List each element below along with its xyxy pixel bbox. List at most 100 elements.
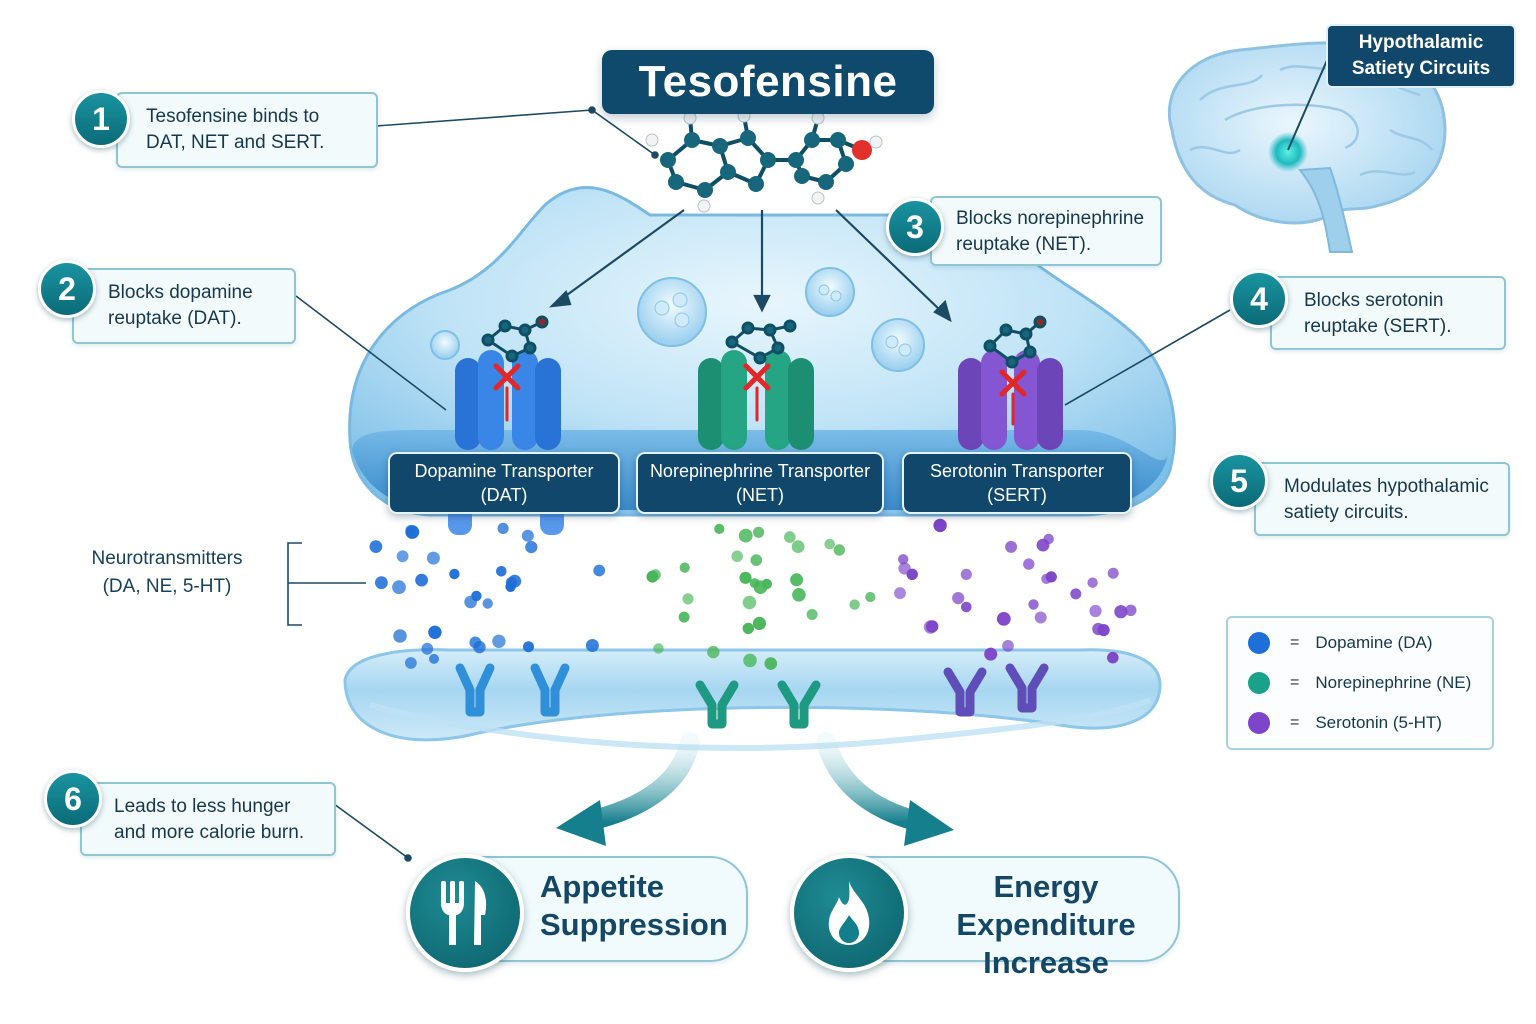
step-2-line-2: reuptake (DAT).: [108, 308, 242, 329]
serotonin-particle: [984, 647, 998, 661]
serotonin-particle: [926, 620, 939, 633]
step-3-box: Blocks norepinephrine reuptake (NET).: [930, 196, 1162, 266]
step-1-number: 1: [72, 90, 130, 148]
serotonin-dot-icon: [1248, 712, 1270, 734]
step-1-box: Tesofensine binds to DAT, NET and SERT.: [116, 92, 378, 168]
bound-molecule-net: [725, 319, 797, 365]
flame-icon: [790, 854, 908, 972]
serotonin-particle: [898, 562, 911, 575]
serotonin-particle: [1087, 577, 1098, 588]
norepinephrine-particle: [784, 531, 796, 543]
page-title: Tesofensine: [638, 57, 898, 106]
title-banner: Tesofensine: [602, 50, 934, 114]
legend-item-serotonin: = Serotonin (5-HT): [1248, 710, 1442, 736]
dopamine-particle: [415, 573, 428, 587]
dopamine-particle: [523, 641, 534, 653]
block-x-icon: [743, 363, 771, 422]
dopamine-particle: [473, 640, 486, 654]
norepinephrine-particle: [743, 653, 757, 668]
step-6-line-2: and more calorie burn.: [114, 822, 305, 843]
norepinephrine-particle: [753, 526, 765, 538]
outcome-appetite-text: Appetite Suppression: [540, 868, 740, 944]
norepinephrine-particle: [714, 523, 725, 535]
dopamine-particle: [496, 566, 507, 577]
norepinephrine-particle: [742, 595, 757, 610]
legend-label: Serotonin (5-HT): [1315, 713, 1442, 732]
norepinephrine-particle: [682, 593, 694, 605]
dopamine-particle: [426, 551, 440, 565]
dopamine-particle: [393, 629, 407, 643]
transporter-label-net: Norepinephrine Transporter (NET): [636, 452, 884, 514]
serotonin-particle: [1045, 571, 1057, 583]
serotonin-particle: [1107, 567, 1119, 579]
dopamine-particle: [375, 576, 388, 590]
serotonin-particle: [894, 587, 906, 600]
brain-label-line-2: Satiety Circuits: [1351, 58, 1491, 79]
norepinephrine-particle: [806, 609, 818, 620]
step-5-box: Modulates hypothalamic satiety circuits.: [1254, 462, 1510, 536]
outcome-appetite-line-1: Appetite: [540, 869, 664, 904]
transporter-sert-name: Serotonin Transporter: [929, 461, 1105, 481]
dopamine-particle: [429, 653, 439, 664]
dopamine-particle: [482, 598, 493, 609]
dopamine-particle: [392, 580, 406, 595]
dopamine-particle: [405, 525, 416, 536]
binding-arrows: [549, 209, 952, 323]
norepinephrine-particle: [646, 570, 659, 583]
norepinephrine-particle: [750, 554, 763, 566]
transporter-dat-abbr: (DAT): [480, 485, 528, 505]
serotonin-particle: [961, 601, 972, 613]
leader-lines: [287, 106, 1231, 862]
norepinephrine-particle: [679, 562, 690, 573]
bound-molecule-dat: [481, 315, 549, 363]
neurotransmitters-abbr: (DA, NE, 5-HT): [102, 576, 232, 597]
block-x-icon: [493, 363, 521, 422]
outcome-energy-text: Energy Expenditure Increase: [916, 868, 1176, 982]
receptors: [455, 663, 1049, 729]
norepinephrine-particle: [790, 573, 804, 587]
dopamine-particle: [405, 657, 417, 669]
serotonin-particle: [1070, 588, 1082, 600]
step-1-line-2: DAT, NET and SERT.: [146, 132, 325, 153]
norepinephrine-particle: [653, 643, 664, 654]
dopamine-particle: [449, 568, 460, 580]
norepinephrine-particle: [753, 580, 768, 594]
dopamine-particle: [492, 634, 506, 648]
step-3-line-2: reuptake (NET).: [956, 234, 1092, 255]
legend-equals: =: [1290, 674, 1300, 691]
dopamine-particle: [585, 639, 599, 652]
step-4-line-1: Blocks serotonin: [1304, 290, 1444, 311]
step-1-line-1: Tesofensine binds to: [146, 106, 320, 127]
neurotransmitters-title: Neurotransmitters: [91, 548, 243, 569]
neurotransmitter-particles: [369, 518, 1137, 670]
step-4-box: Blocks serotonin reuptake (SERT).: [1270, 276, 1506, 350]
transporter-net: [698, 350, 814, 450]
brain-label-line-1: Hypothalamic: [1358, 32, 1484, 53]
step-2-box: Blocks dopamine reuptake (DAT).: [72, 268, 296, 344]
step-2-number: 2: [38, 260, 96, 318]
serotonin-particle: [960, 568, 972, 581]
step-4-number: 4: [1230, 270, 1288, 328]
step-6-box: Leads to less hunger and more calorie bu…: [80, 782, 336, 856]
norepinephrine-dot-icon: [1248, 672, 1270, 694]
norepinephrine-particle: [739, 571, 752, 584]
tesofensine-molecule: [645, 109, 883, 213]
serotonin-particle: [1107, 651, 1119, 664]
norepinephrine-particle: [791, 540, 805, 553]
bound-molecule-sert: [983, 315, 1047, 369]
transporter-net-name: Norepinephrine Transporter: [649, 461, 871, 481]
neurotransmitters-label: Neurotransmitters (DA, NE, 5-HT): [52, 545, 282, 601]
serotonin-particle: [1023, 558, 1035, 570]
norepinephrine-particle: [731, 550, 743, 563]
serotonin-particle: [898, 554, 909, 565]
norepinephrine-particle: [742, 622, 754, 635]
serotonin-particle: [1002, 640, 1014, 652]
dopamine-particle: [396, 550, 409, 563]
step-2-line-1: Blocks dopamine: [108, 282, 253, 303]
transporter-dat: [448, 350, 564, 535]
norepinephrine-particle: [849, 599, 860, 610]
step-5-line-1: Modulates hypothalamic: [1284, 476, 1489, 497]
transporter-label-sert: Serotonin Transporter (SERT): [902, 452, 1132, 514]
serotonin-particle: [996, 612, 1011, 626]
norepinephrine-particle: [707, 645, 720, 659]
